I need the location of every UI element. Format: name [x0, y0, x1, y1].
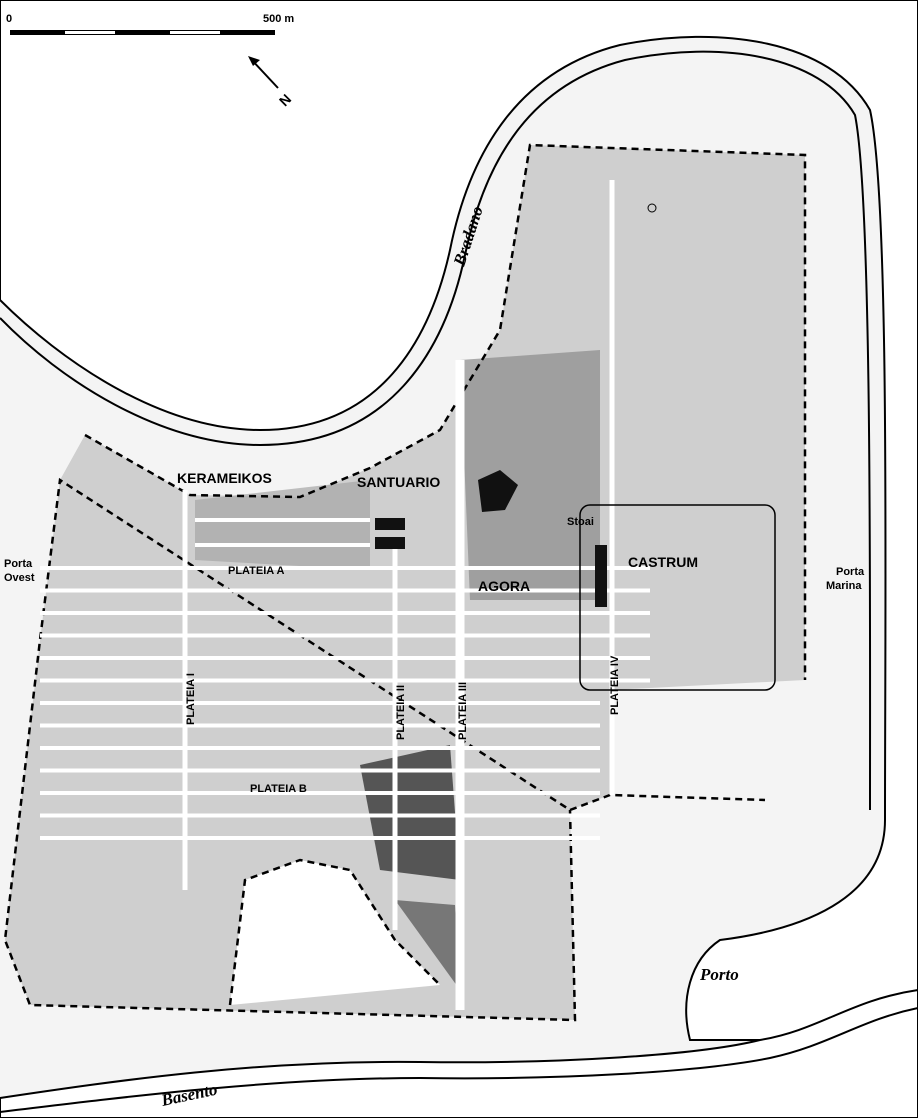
- porta-ovest-label: Porta: [4, 558, 33, 570]
- kerameikos-label: KERAMEIKOS: [177, 470, 272, 486]
- porta-marina-label-2: Marina: [826, 580, 862, 592]
- castrum-outline: [579, 504, 776, 691]
- plateiai: [182, 180, 615, 1010]
- porta-ovest-label-2: Ovest: [4, 572, 35, 584]
- plateia-i-label: PLATEIA I: [185, 673, 197, 725]
- agora-label: AGORA: [478, 578, 530, 594]
- plateia-ii-label: PLATEIA II: [395, 685, 407, 740]
- plateia-iii-label: PLATEIA III: [457, 682, 469, 740]
- castrum-label: CASTRUM: [628, 554, 698, 570]
- santuario-temple: [478, 470, 518, 512]
- scale-end: 500 m: [263, 13, 294, 25]
- santuario-label: SANTUARIO: [357, 474, 440, 490]
- plateia-iv-label: PLATEIA IV: [609, 655, 621, 715]
- stoai-building: [595, 545, 607, 607]
- porto-label: Porto: [699, 965, 739, 984]
- stoai-label: Stoai: [567, 516, 594, 528]
- scale-start: 0: [6, 13, 12, 25]
- plateia-a-label: PLATEIA A: [228, 565, 284, 577]
- plateia-b-label: PLATEIA B: [250, 783, 307, 795]
- porta-marina-label: Porta: [836, 566, 865, 578]
- street-grid: [40, 518, 650, 840]
- scale-bar: 0 500 m: [6, 13, 294, 35]
- bradano-river: [0, 0, 918, 1041]
- city-area: [5, 145, 805, 1020]
